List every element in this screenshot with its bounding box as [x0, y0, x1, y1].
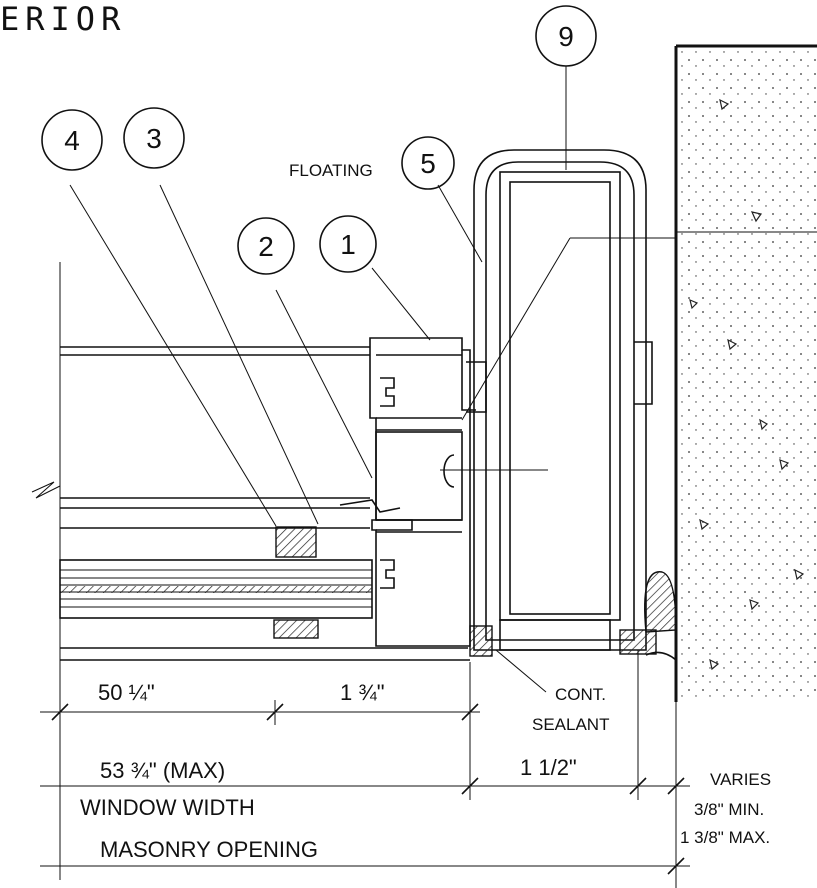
section-title: ERIOR	[0, 0, 126, 38]
insulated-glass-unit	[59, 559, 373, 619]
svg-text:9: 9	[558, 21, 574, 52]
dimension-lines	[40, 650, 690, 888]
glazing-blocks	[273, 526, 319, 639]
svg-text:3: 3	[146, 123, 162, 154]
callout-4: 4	[41, 109, 103, 171]
dim-53-3-4-max: 53 ¾" (MAX)	[100, 758, 225, 783]
aluminum-frame	[339, 337, 476, 647]
masonry-opening-label: MASONRY OPENING	[100, 837, 318, 862]
svg-text:5: 5	[420, 148, 436, 179]
callout-3: 3	[123, 107, 185, 169]
svg-text:1: 1	[340, 229, 356, 260]
perimeter-sealant	[469, 571, 677, 661]
callout-5: 5	[401, 136, 455, 190]
varies-label: VARIES	[710, 770, 771, 789]
subframe-receptor	[440, 149, 653, 651]
svg-text:4: 4	[64, 125, 80, 156]
window-width-label: WINDOW WIDTH	[80, 795, 255, 820]
floating-label: FLOATING	[289, 161, 373, 180]
svg-text:2: 2	[258, 231, 274, 262]
leader-lines	[69, 66, 676, 693]
dim-50-quarter: 50 ¼"	[98, 680, 155, 705]
min-label: 3/8" MIN.	[694, 800, 764, 819]
callout-9: 9	[535, 5, 597, 67]
dim-1-1-2: 1 1/2"	[520, 755, 577, 780]
window-sill-lines	[31, 262, 470, 880]
callout-1: 1	[319, 215, 377, 273]
note-cont: CONT.	[555, 685, 606, 704]
max-label: 1 3/8" MAX.	[680, 828, 770, 847]
dim-1-3-4: 1 ¾"	[340, 680, 385, 705]
masonry-wall	[674, 44, 817, 702]
callout-2: 2	[237, 217, 295, 275]
note-sealant: SEALANT	[532, 715, 609, 734]
